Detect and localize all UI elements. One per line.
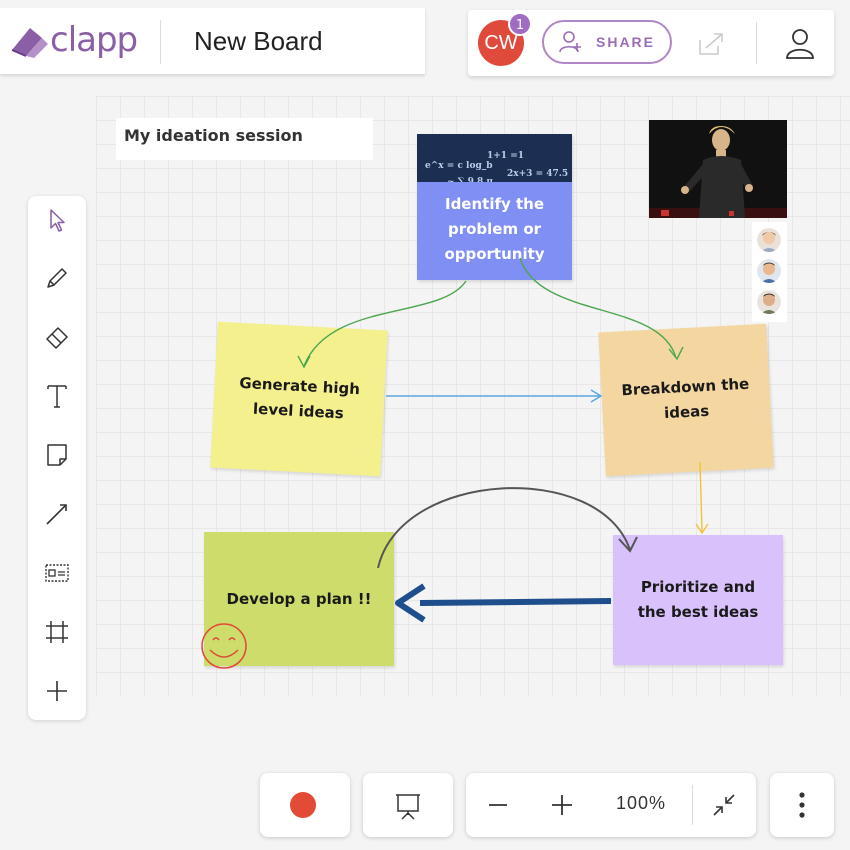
note-prioritize-ideas[interactable]: Prioritize and the best ideas [613, 535, 783, 665]
notification-badge: 1 [508, 12, 532, 36]
eraser-icon [46, 327, 68, 349]
participant-avatar[interactable] [757, 259, 781, 283]
card-tool[interactable] [28, 553, 86, 593]
note-develop-plan[interactable]: Develop a plan !! [204, 532, 394, 666]
zoom-out-icon[interactable] [486, 793, 510, 817]
text-icon [47, 385, 67, 408]
note-text: Identify the problem or opportunity [444, 195, 545, 263]
fit-screen-icon[interactable] [710, 791, 738, 819]
presentation-icon [396, 794, 420, 820]
card-icon [45, 564, 69, 582]
note-generate-ideas[interactable]: Generate high level ideas [210, 321, 388, 477]
video-feed[interactable] [649, 120, 787, 218]
note-breakdown-ideas[interactable]: Breakdown the ideas [598, 323, 774, 477]
top-right-bar: CW 1 SHARE [468, 10, 834, 76]
share-label: SHARE [596, 34, 656, 50]
board-title[interactable]: New Board [194, 26, 323, 56]
app-name: clapp [50, 20, 138, 60]
zoom-level: 100% [616, 793, 667, 813]
cursor-icon [50, 209, 65, 232]
pen-tool[interactable] [28, 258, 86, 298]
line-tool[interactable] [28, 494, 86, 534]
participant-avatar[interactable] [757, 228, 781, 252]
select-tool[interactable] [28, 200, 86, 240]
line-icon [46, 504, 67, 525]
clapp-logo-icon [11, 28, 48, 58]
note-identify-problem[interactable]: 1+1 =1 e^x = c log_b 2x+3 = 47.5 ~ ∑ 9.8… [417, 134, 572, 280]
brand-divider [160, 20, 161, 64]
eraser-tool[interactable] [28, 317, 86, 357]
presenter-video-image [649, 120, 787, 218]
user-profile-icon[interactable] [784, 26, 816, 60]
pencil-icon [47, 268, 67, 288]
more-menu-button[interactable] [770, 773, 834, 837]
zoom-controls: 100% [466, 773, 756, 837]
header-divider [756, 22, 757, 64]
left-toolbar [28, 196, 86, 720]
record-button[interactable] [260, 773, 350, 837]
zoom-in-icon[interactable] [550, 793, 574, 817]
frame-icon [46, 621, 68, 643]
brand-bar: clapp New Board [0, 8, 425, 74]
more-vertical-icon [799, 792, 805, 818]
text-tool[interactable] [28, 376, 86, 416]
share-button[interactable]: SHARE [542, 20, 672, 64]
session-title[interactable]: My ideation session [116, 118, 373, 160]
record-icon [290, 792, 316, 818]
participant-avatar[interactable] [757, 290, 781, 314]
sticky-note-icon [47, 444, 67, 466]
problem-header-image: 1+1 =1 e^x = c log_b 2x+3 = 47.5 ~ ∑ 9.8… [417, 134, 572, 182]
frame-tool[interactable] [28, 612, 86, 652]
zoom-divider [692, 785, 693, 825]
smiley-drawing[interactable] [198, 622, 250, 670]
participants-panel [752, 222, 787, 322]
export-icon[interactable] [696, 28, 726, 58]
plus-icon [47, 681, 67, 701]
add-tool[interactable] [28, 671, 86, 711]
add-user-icon [559, 31, 581, 53]
sticky-note-tool[interactable] [28, 435, 86, 475]
presentation-button[interactable] [363, 773, 453, 837]
